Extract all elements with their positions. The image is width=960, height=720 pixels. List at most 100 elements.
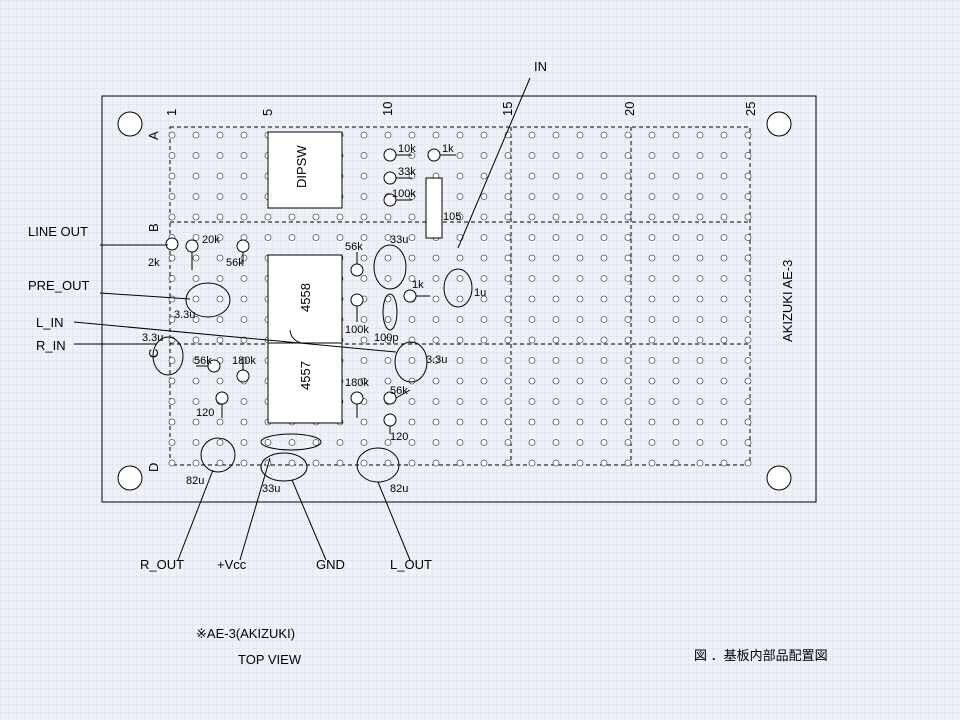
board-hole: [720, 377, 728, 385]
board-hole: [744, 295, 752, 303]
board-hole: [192, 439, 200, 446]
board-hole: [576, 295, 584, 303]
board-hole: [432, 459, 440, 467]
board-hole: [456, 398, 464, 405]
board-hole: [408, 459, 416, 467]
board-hole: [168, 152, 176, 159]
board-hole: [744, 398, 752, 405]
board-hole: [360, 131, 368, 139]
board-hole: [216, 152, 224, 159]
board-hole: [624, 459, 632, 467]
board-hole: [432, 275, 440, 282]
mounting-hole-bottom-right: [766, 465, 792, 491]
board-hole: [672, 254, 680, 262]
board-hole: [408, 234, 416, 241]
board-hole: [168, 459, 176, 467]
board-hole: [360, 336, 368, 344]
board-hole: [744, 131, 752, 139]
board-hole: [600, 439, 608, 446]
component-label: 3.3u: [174, 309, 195, 321]
board-hole: [720, 336, 728, 344]
board-hole: [288, 439, 296, 446]
board-hole: [576, 234, 584, 241]
board-hole: [312, 439, 320, 446]
board-hole: [480, 439, 488, 446]
chip-4557: 4557: [267, 342, 343, 424]
board-hole: [576, 152, 584, 159]
board-hole: [456, 275, 464, 282]
capacitor-bodies: [152, 244, 473, 483]
board-hole: [480, 336, 488, 344]
board-hole: [696, 172, 704, 180]
board-hole: [504, 152, 512, 159]
board-hole: [408, 254, 416, 262]
board-hole: [432, 398, 440, 405]
board-hole: [192, 152, 200, 159]
board-hole: [288, 459, 296, 467]
board-hole: [696, 336, 704, 344]
board-hole: [240, 316, 248, 323]
board-hole: [360, 418, 368, 426]
board-hole: [672, 172, 680, 180]
label-l-in: L_IN: [36, 315, 63, 330]
board-hole: [504, 213, 512, 221]
board-hole: [552, 398, 560, 405]
board-hole: [696, 275, 704, 282]
view-note: TOP VIEW: [238, 652, 302, 667]
board-hole: [408, 131, 416, 139]
board-hole: [384, 336, 392, 344]
figure-caption: 図 ．基板内部品配置図: [694, 648, 828, 663]
board-hole: [240, 275, 248, 282]
board-hole: [240, 193, 248, 200]
board-hole: [720, 213, 728, 221]
board-hole: [720, 439, 728, 446]
board-hole: [600, 418, 608, 426]
board-hole: [720, 398, 728, 405]
board-hole: [600, 193, 608, 200]
component-label: 56k: [390, 385, 408, 397]
component-label: 82u: [186, 475, 204, 487]
board-hole: [504, 193, 512, 200]
label-pre-out: PRE_OUT: [28, 278, 89, 293]
board-hole: [528, 357, 536, 364]
connection-lines: [73, 77, 531, 561]
board-hole: [672, 439, 680, 446]
board-hole: [552, 275, 560, 282]
board-hole: [384, 131, 392, 139]
board-hole: [504, 254, 512, 262]
board-hole: [672, 357, 680, 364]
board-hole: [360, 193, 368, 200]
board-hole: [432, 254, 440, 262]
board-hole: [216, 172, 224, 180]
board-hole: [744, 377, 752, 385]
board-hole: [312, 459, 320, 467]
column-number: 25: [743, 102, 758, 116]
component-label: 33k: [398, 166, 416, 178]
board-hole: [528, 398, 536, 405]
board-hole: [696, 439, 704, 446]
board-hole: [528, 439, 536, 446]
column-number: 5: [260, 109, 275, 116]
pcb-board: [101, 95, 817, 503]
board-hole: [720, 234, 728, 241]
board-hole: [744, 357, 752, 364]
board-hole: [576, 377, 584, 385]
board-hole: [192, 172, 200, 180]
board-hole: [408, 336, 416, 344]
board-hole: [600, 254, 608, 262]
board-hole: [672, 418, 680, 426]
board-hole: [168, 418, 176, 426]
board-hole: [552, 336, 560, 344]
board-hole: [216, 254, 224, 262]
board-hole: [600, 295, 608, 303]
board-hole: [600, 234, 608, 241]
board-hole: [696, 459, 704, 467]
board-hole: [744, 459, 752, 467]
board-hole: [672, 234, 680, 241]
board-hole: [456, 357, 464, 364]
board-hole: [432, 131, 440, 139]
board-hole: [720, 316, 728, 323]
board-hole: [528, 172, 536, 180]
board-hole: [312, 234, 320, 241]
board-hole: [504, 316, 512, 323]
